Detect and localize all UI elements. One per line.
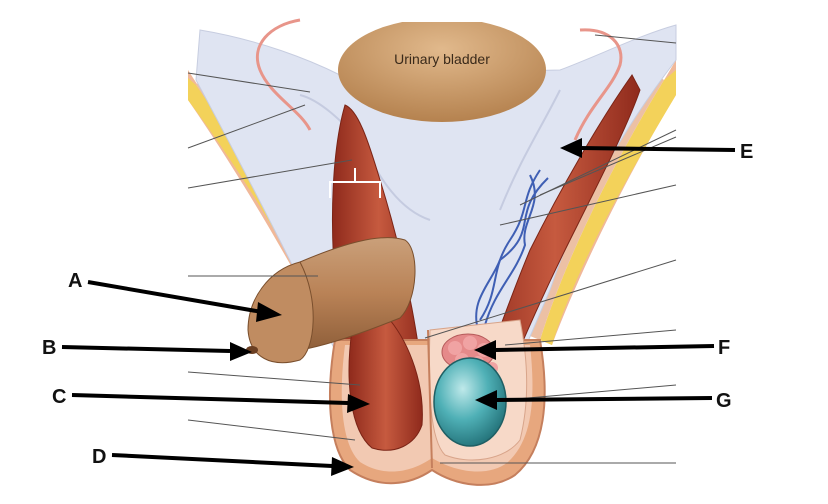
testis bbox=[433, 357, 507, 447]
penis-shaft bbox=[299, 237, 416, 351]
arrow-g bbox=[475, 390, 713, 410]
glans-penis bbox=[247, 261, 314, 364]
arrow-c bbox=[71, 393, 370, 413]
right-fascia-layer bbox=[530, 70, 664, 340]
label-a: A bbox=[68, 270, 82, 292]
arrow-d bbox=[111, 453, 354, 476]
scrotal-septum bbox=[427, 329, 433, 469]
spermatic-cord-vessels bbox=[475, 169, 549, 331]
leader-lines bbox=[187, 34, 677, 464]
arrow-f bbox=[474, 340, 715, 360]
label-b: B bbox=[42, 337, 56, 359]
right-ductus-deferens bbox=[573, 28, 623, 141]
label-g: G bbox=[716, 390, 732, 412]
fascia-sheet bbox=[195, 24, 677, 471]
urinary-bladder bbox=[338, 18, 546, 122]
left-ductus-deferens bbox=[255, 18, 312, 131]
right-fat-layer bbox=[540, 70, 676, 345]
label-f: F bbox=[718, 337, 730, 359]
fascia-fold-right bbox=[499, 89, 561, 211]
label-e: E bbox=[740, 141, 753, 163]
arrow-b bbox=[61, 342, 252, 361]
label-c: C bbox=[52, 386, 66, 408]
label-d: D bbox=[92, 446, 106, 468]
urinary-bladder-label: Urinary bladder bbox=[394, 51, 490, 67]
bracket-marker bbox=[329, 168, 381, 198]
letter-labels: A B C D E F G bbox=[42, 141, 753, 468]
pointer-arrows bbox=[61, 138, 736, 476]
arrow-e bbox=[560, 138, 736, 158]
arrow-a bbox=[87, 280, 282, 322]
